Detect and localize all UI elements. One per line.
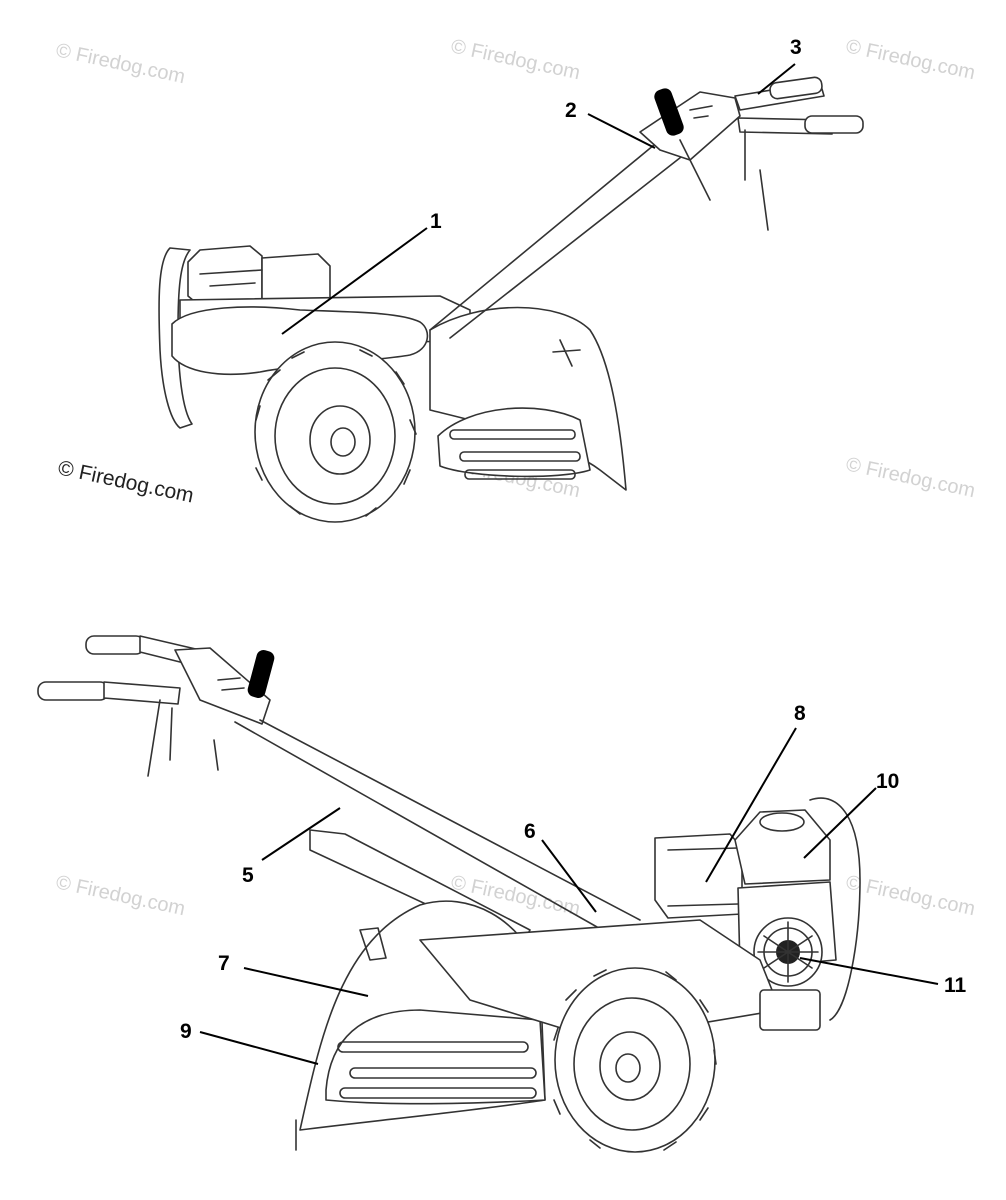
fuel-cap	[759, 812, 805, 832]
watermark: © Firedog.com	[844, 871, 977, 920]
watermarks: © Firedog.com © Firedog.com © Firedog.co…	[54, 35, 977, 920]
callout-1: 1	[430, 210, 442, 233]
callout-7: 7	[218, 952, 230, 975]
leader-line-1	[281, 227, 428, 335]
leader-line-11	[799, 957, 939, 985]
watermark: © Firedog.com	[844, 35, 977, 84]
tiller-bottom-illustration	[37, 635, 861, 1153]
wheel	[554, 967, 716, 1153]
leader-line-3	[757, 63, 796, 95]
leader-line-6	[541, 839, 597, 913]
watermark-dark: © Firedog.com	[56, 456, 196, 507]
leader-line-10	[803, 787, 877, 859]
shift-lever-grip	[247, 650, 275, 698]
callout-10: 10	[876, 770, 899, 793]
callout-11: 11	[944, 974, 967, 997]
shift-lever-grip	[654, 88, 684, 136]
callout-5: 5	[242, 864, 254, 887]
leader-line-7	[243, 967, 369, 997]
watermark: © Firedog.com	[844, 453, 977, 502]
leader-line-8	[705, 727, 797, 883]
watermark: © Firedog.com	[449, 35, 582, 84]
callout-2: 2	[565, 99, 577, 122]
leader-line-5	[261, 807, 341, 861]
callout-8: 8	[794, 702, 806, 725]
tiller-top-illustration	[158, 76, 864, 523]
leader-line-2	[587, 113, 656, 149]
callout-6: 6	[524, 820, 536, 843]
watermark: © Firedog.com	[54, 39, 187, 88]
leader-line-9	[199, 1031, 319, 1065]
callout-numbers: 1 2 3 5 6 7 8 9 10 11	[180, 36, 967, 1043]
leader-lines	[199, 63, 939, 1065]
callout-3: 3	[790, 36, 802, 59]
callout-9: 9	[180, 1020, 192, 1043]
watermark: © Firedog.com	[54, 871, 187, 920]
